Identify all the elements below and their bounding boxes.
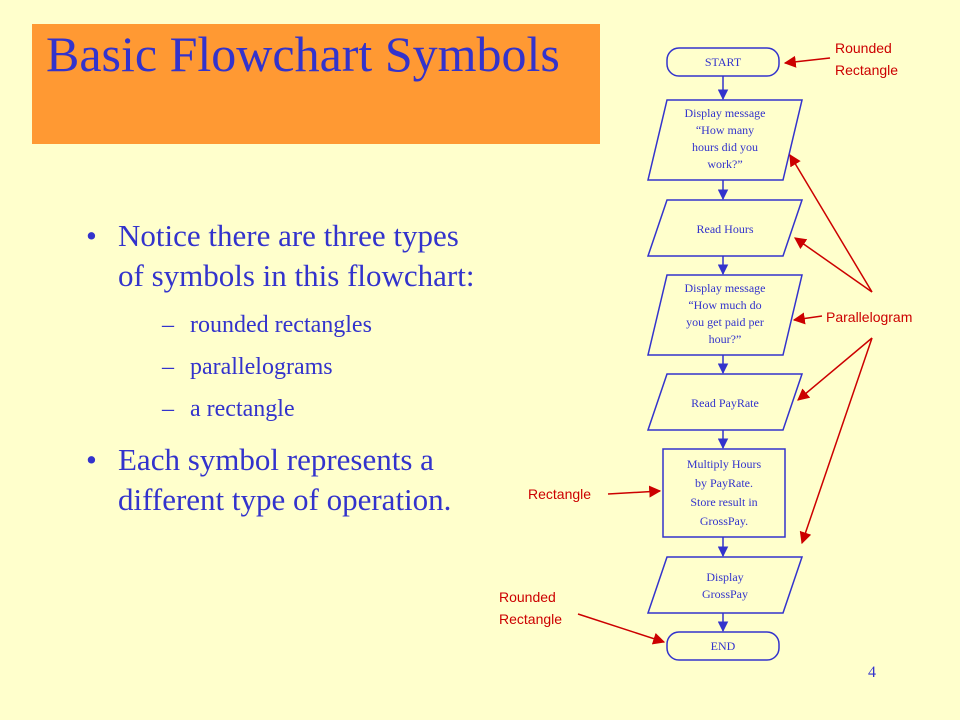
bullet-text: Notice there are three types of symbols … (118, 218, 475, 293)
node-text: Display (706, 570, 743, 584)
flow-node-display-payrate: Display message “How much do you get pai… (647, 274, 803, 356)
flow-node-end: END (666, 631, 780, 661)
bullet-text: Each symbol represents a different type … (118, 442, 452, 517)
annotation-arrow (783, 55, 831, 68)
sub-bullet-item: –rounded rectangles (162, 312, 372, 338)
annotation-arrow (789, 153, 873, 293)
annotation-arrow (797, 337, 873, 401)
flow-node-start: START (666, 47, 780, 77)
annotation-arrow (607, 485, 662, 498)
label-rounded-rectangle-bottom: Rounded (499, 589, 556, 605)
node-text: START (705, 55, 742, 69)
bullet-item: • Notice there are three types of symbol… (86, 216, 486, 430)
node-text: hours did you (692, 140, 758, 154)
flow-node-display-hours: Display message “How many hours did you … (647, 99, 803, 181)
flow-node-multiply: Multiply Hours by PayRate. Store result … (662, 448, 786, 538)
bullet-mark: • (86, 218, 97, 253)
annotation-arrow (794, 237, 873, 293)
annotation-arrow (577, 613, 666, 645)
node-text: Multiply Hours (687, 457, 762, 471)
label-rectangle: Rectangle (528, 486, 591, 502)
node-text: Display message (685, 106, 766, 120)
sub-bullet-item: –parallelograms (162, 354, 333, 380)
bullet-mark: • (86, 442, 97, 477)
node-text: hour?” (709, 332, 742, 346)
node-text: Read PayRate (691, 396, 759, 410)
sub-bullet-text: parallelograms (190, 354, 333, 380)
label-parallelogram: Parallelogram (826, 309, 912, 325)
page-number: 4 (868, 664, 876, 681)
node-text: Store result in (690, 495, 757, 509)
title-box: Basic Flowchart Symbols (32, 24, 600, 144)
node-text: by PayRate. (695, 476, 753, 490)
bullet-item: • Each symbol represents a different typ… (86, 440, 486, 520)
sub-bullet-text: a rectangle (190, 396, 295, 422)
label-rounded-rectangle-bottom: Rectangle (499, 611, 562, 627)
annotation-arrow (792, 312, 823, 325)
node-text: Display message (685, 281, 766, 295)
node-text: GrossPay (702, 587, 748, 601)
annotation-arrows (577, 55, 873, 645)
annotation-arrow (799, 337, 873, 545)
node-text: Read Hours (697, 222, 754, 236)
sub-bullet-item: –a rectangle (162, 396, 295, 422)
label-rounded-rectangle-top: Rectangle (835, 62, 898, 78)
node-text: “How much do (688, 298, 761, 312)
flow-node-display-grosspay: Display GrossPay (646, 556, 804, 614)
node-text: “How many (696, 123, 754, 137)
flow-node-read-payrate: Read PayRate (646, 373, 804, 431)
node-text: GrossPay. (700, 514, 748, 528)
bullet-list: • Notice there are three types of symbol… (86, 216, 486, 520)
sub-bullet-list: –rounded rectangles –parallelograms –a r… (118, 304, 486, 430)
node-text: END (711, 639, 736, 653)
node-text: you get paid per (686, 315, 764, 329)
flow-node-read-hours: Read Hours (646, 199, 804, 257)
node-text: work?” (707, 157, 742, 171)
sub-bullet-text: rounded rectangles (190, 312, 372, 338)
slide-title: Basic Flowchart Symbols (46, 26, 560, 82)
label-rounded-rectangle-top: Rounded (835, 40, 892, 56)
